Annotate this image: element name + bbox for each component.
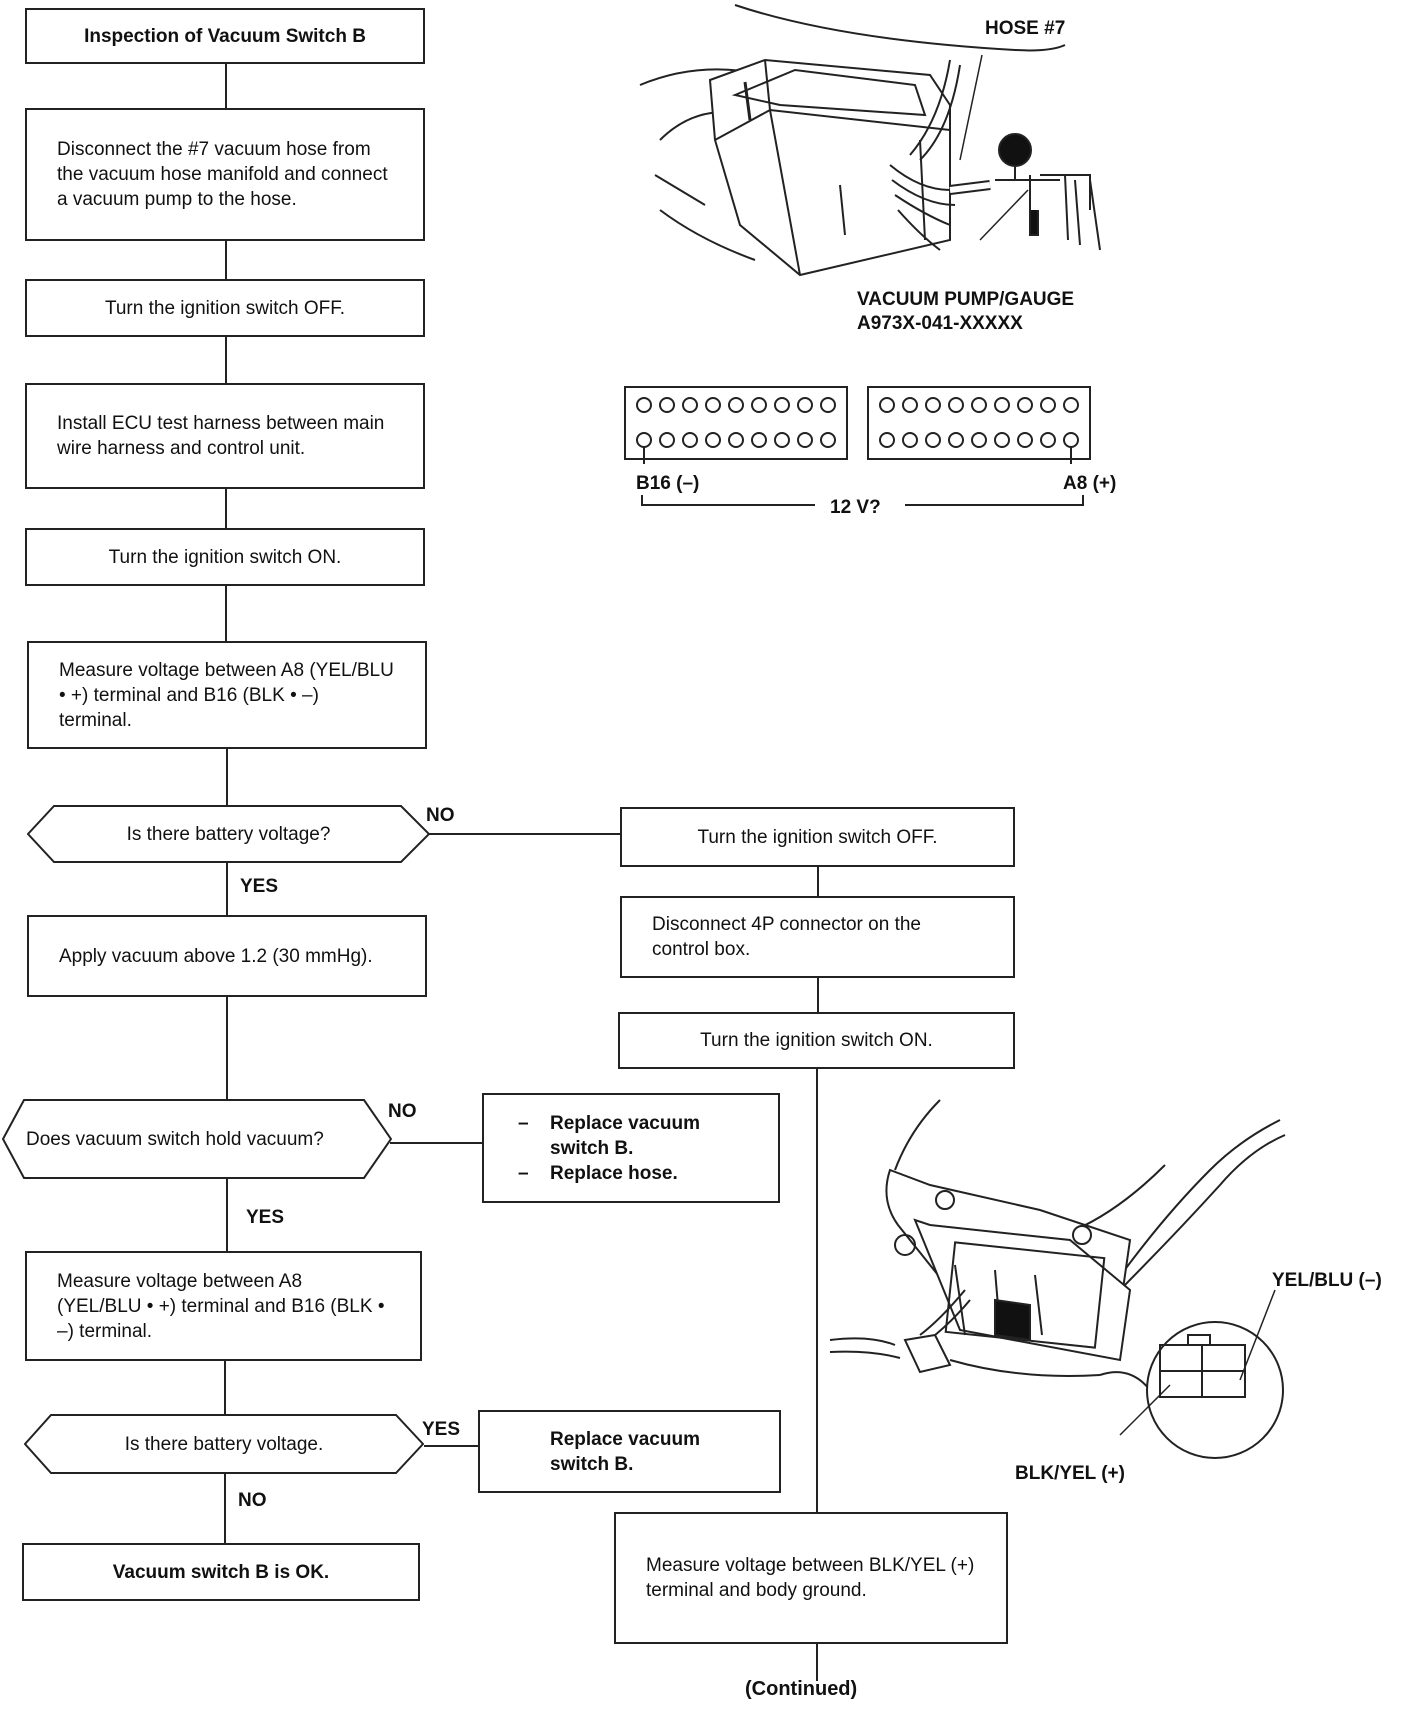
step-text: Measure voltage between A8 (YEL/BLU • +)… [57, 1270, 385, 1342]
title-box: Inspection of Vacuum Switch B [25, 8, 425, 64]
replace-item: Replace hose. [518, 1161, 748, 1186]
replace-text: Replace vacuum switch B. [550, 1428, 700, 1475]
connector [225, 62, 227, 110]
step-ignition-on: Turn the ignition switch ON. [25, 528, 425, 586]
connector [424, 1445, 478, 1447]
connector [817, 978, 819, 1014]
ecu-connector-pins [624, 386, 1091, 506]
decision-battery-voltage-2: Is there battery voltage. [24, 1414, 424, 1474]
step-text: Install ECU test harness between main wi… [57, 413, 385, 459]
step-text: Disconnect the #7 vacuum hose from the v… [57, 139, 388, 210]
step-right-ignition-on: Turn the ignition switch ON. [618, 1012, 1015, 1069]
connector [225, 488, 227, 528]
decision-battery-voltage-1: Is there battery voltage? [27, 805, 430, 863]
no-label: NO [238, 1490, 267, 1511]
step-text: Turn the ignition switch OFF. [104, 297, 346, 319]
connector [225, 240, 227, 280]
step-text: Measure voltage between BLK/YEL (+) term… [646, 1555, 975, 1601]
step-text: Turn the ignition switch ON. [108, 546, 342, 568]
connector [226, 1176, 228, 1252]
decision-shape [2, 1099, 392, 1179]
step-ignition-off: Turn the ignition switch OFF. [25, 279, 425, 337]
yes-label: YES [422, 1419, 461, 1440]
replace-list: Replace vacuum switch B. Replace hose. [518, 1111, 748, 1186]
pin-row [636, 397, 1079, 448]
voltage-label: 12 V? [830, 497, 881, 518]
connector [225, 585, 227, 642]
decision-shape [27, 805, 430, 863]
yes-label: YES [240, 876, 279, 897]
decision-text: Is there battery voltage. [124, 1433, 324, 1455]
step-apply-vacuum: Apply vacuum above 1.2 (30 mmHg). [27, 915, 427, 997]
continued-label: (Continued) [745, 1678, 858, 1700]
connector [226, 996, 228, 1106]
connector [224, 1359, 226, 1439]
result-ok-box: Vacuum switch B is OK. [22, 1543, 420, 1601]
step-measure-voltage-1: Measure voltage between A8 (YEL/BLU • +)… [27, 641, 427, 749]
replace-switch-box: Replace vacuum switch B. [478, 1410, 781, 1493]
step-right-ignition-off: Turn the ignition switch OFF. [620, 807, 1015, 867]
replace-switch-hose-box: Replace vacuum switch B. Replace hose. [482, 1093, 780, 1203]
connector [390, 1142, 482, 1144]
no-label: NO [388, 1101, 417, 1122]
hose-label: HOSE #7 [985, 18, 1066, 39]
step-disconnect-4p: Disconnect 4P connector on the control b… [620, 896, 1015, 978]
connector [226, 748, 228, 806]
decision-text: Is there battery voltage? [126, 823, 331, 845]
decision-text: Does vacuum switch hold vacuum? [26, 1128, 324, 1150]
pump-label: VACUUM PUMP/GAUGE [857, 289, 1075, 310]
connector [816, 1068, 818, 1517]
blk-yel-label: BLK/YEL (+) [1015, 1463, 1125, 1484]
step-text: Turn the ignition switch OFF. [697, 826, 938, 848]
connector [817, 866, 819, 898]
connector [224, 1472, 226, 1544]
b16-label: B16 (–) [636, 473, 700, 494]
step-install-harness: Install ECU test harness between main wi… [25, 383, 425, 489]
yes-label: YES [246, 1207, 285, 1228]
a8-label: A8 (+) [1063, 473, 1117, 494]
no-label: NO [426, 805, 455, 826]
yel-blu-label: YEL/BLU (–) [1272, 1270, 1382, 1291]
step-text: Apply vacuum above 1.2 (30 mmHg). [59, 945, 373, 967]
connector [226, 862, 228, 916]
step-measure-voltage-2: Measure voltage between A8 (YEL/BLU • +)… [25, 1251, 422, 1361]
connector [428, 833, 620, 835]
control-box-pump-illustration [639, 4, 1101, 277]
step-disconnect-hose: Disconnect the #7 vacuum hose from the v… [25, 108, 425, 241]
replace-item: Replace vacuum switch B. [518, 1111, 748, 1161]
step-text: Measure voltage between A8 (YEL/BLU • +)… [59, 659, 394, 731]
step-measure-blk-yel: Measure voltage between BLK/YEL (+) term… [614, 1512, 1008, 1644]
flow-title: Inspection of Vacuum Switch B [84, 25, 366, 47]
control-box-4p-illustration [829, 1099, 1286, 1459]
decision-shape [24, 1414, 424, 1474]
step-text: Turn the ignition switch ON. [700, 1030, 933, 1051]
connector [225, 336, 227, 384]
decision-hold-vacuum: Does vacuum switch hold vacuum? [2, 1099, 392, 1179]
result-text: Vacuum switch B is OK. [112, 1561, 330, 1583]
connector [816, 1643, 818, 1681]
step-text: Disconnect 4P connector on the control b… [652, 914, 921, 960]
pump-part-number: A973X-041-XXXXX [857, 313, 1023, 334]
